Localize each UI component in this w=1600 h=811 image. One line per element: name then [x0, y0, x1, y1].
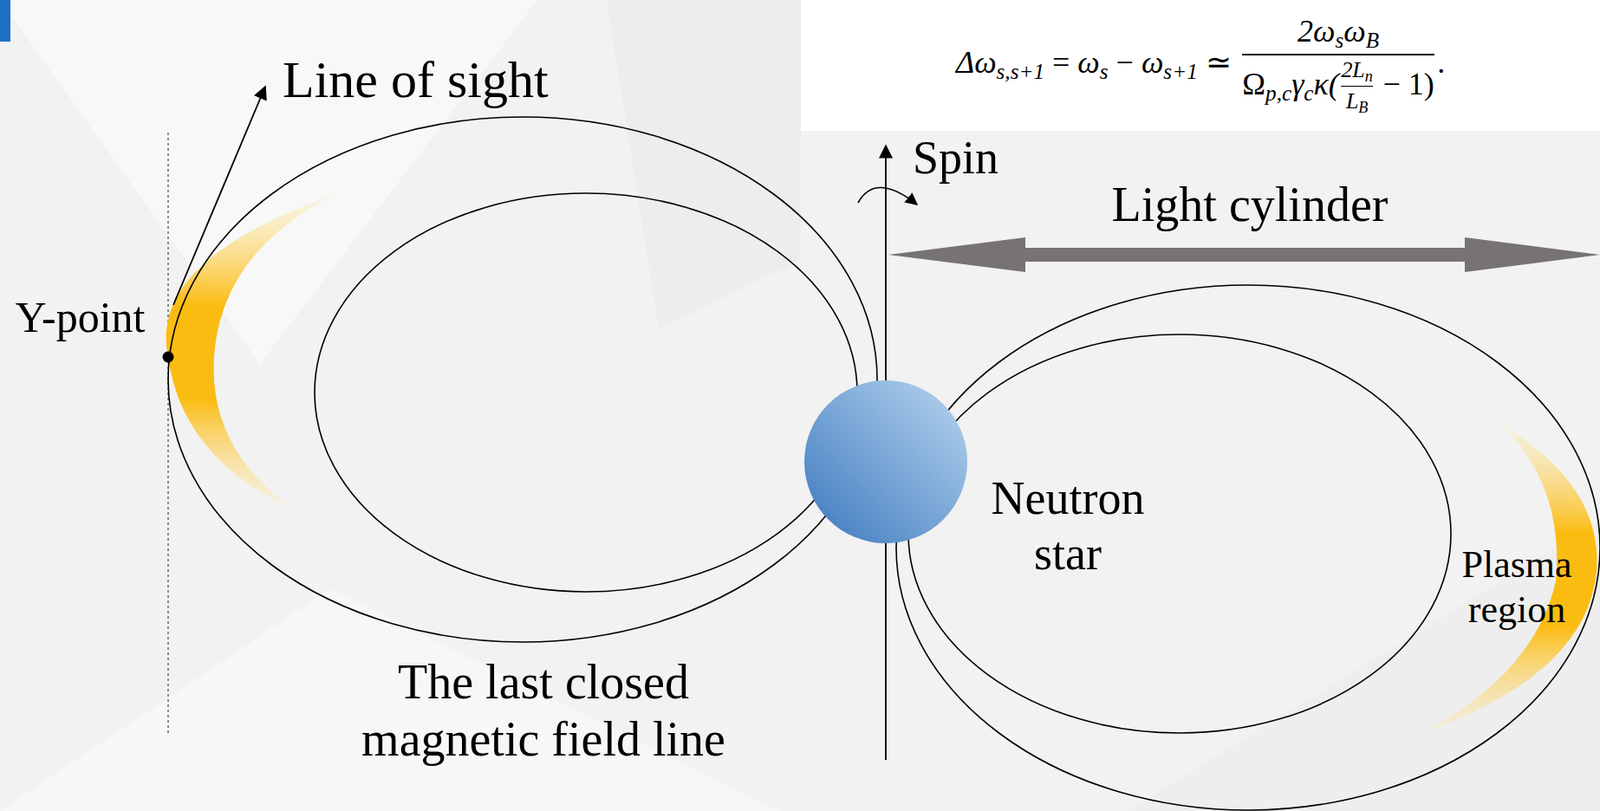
numerator: 2ωsωB	[1242, 13, 1434, 54]
fraction: 2LnLB	[1340, 57, 1373, 118]
dashed-tangent	[167, 132, 169, 735]
formula-subscript: c	[1303, 81, 1314, 105]
formula-panel	[800, 0, 1600, 131]
formula-symbol: Ω	[1242, 66, 1266, 102]
formula-subscript: s	[1334, 28, 1344, 53]
formula-subscript: s	[1099, 59, 1109, 84]
formula-subscript: B	[1358, 98, 1368, 117]
formula-symbol: ≃	[1205, 45, 1232, 80]
denominator: LB	[1340, 85, 1373, 118]
formula-symbol: κ(	[1313, 66, 1340, 102]
fraction: 2ωsωBΩp,cγcκ(2LnLB−1)	[1242, 13, 1434, 118]
formula-left: Δωs,s+1=ωs−ωs+1≃	[956, 45, 1240, 80]
denominator: Ωp,cγcκ(2LnLB−1)	[1242, 53, 1434, 118]
plasma-crescent	[1417, 423, 1598, 735]
y-point-label: Y-point	[4, 292, 157, 344]
numerator: 2Ln	[1340, 57, 1373, 86]
formula-symbol: 2ω	[1297, 13, 1335, 49]
formula-symbol: −	[1116, 45, 1134, 80]
plasma-region-label: Plasma region	[1451, 542, 1582, 633]
neutron-star-label: Neutron star	[968, 471, 1168, 582]
formula-subscript: B	[1365, 28, 1379, 53]
spin-label: Spin	[912, 130, 1052, 187]
y-point-dot	[162, 351, 175, 364]
formula-subscript: s,s+1	[996, 59, 1046, 84]
formula-symbol: ω	[1077, 45, 1100, 80]
formula-symbol: γ	[1291, 66, 1304, 102]
line-of-sight-arrow	[173, 86, 266, 306]
line-of-sight-label: Line of sight	[282, 49, 647, 111]
formula-symbol: ω	[1343, 13, 1366, 49]
formula-subscript: p,c	[1265, 81, 1292, 105]
formula-symbol: 1)	[1408, 66, 1435, 102]
neutron-star	[804, 380, 968, 544]
formula-symbol: .	[1437, 45, 1445, 80]
formula-subscript: s+1	[1163, 59, 1197, 84]
formula: Δωs,s+1=ωs−ωs+1≃2ωsωBΩp,cγcκ(2LnLB−1).	[956, 13, 1445, 118]
formula-symbol: =	[1052, 45, 1070, 80]
formula-symbol: 2L	[1340, 57, 1365, 83]
formula-symbol: −	[1382, 66, 1400, 102]
field-lines	[168, 117, 1600, 811]
formula-symbol: ω	[1141, 45, 1164, 80]
field-line-label: The last closed magnetic field line	[344, 653, 743, 768]
formula-symbol: Δω	[956, 45, 997, 80]
plasma-crescent	[166, 194, 337, 511]
spin-curl	[858, 187, 918, 205]
denominator-part: Ωp,cγcκ(	[1242, 66, 1340, 102]
formula-subscript: n	[1365, 67, 1373, 85]
light-cylinder-arrow	[888, 237, 1600, 273]
denominator-part: −1)	[1374, 66, 1434, 102]
light-cylinder-label: Light cylinder	[1067, 175, 1432, 234]
formula-end: .	[1437, 45, 1445, 80]
formula-symbol: L	[1346, 88, 1359, 114]
